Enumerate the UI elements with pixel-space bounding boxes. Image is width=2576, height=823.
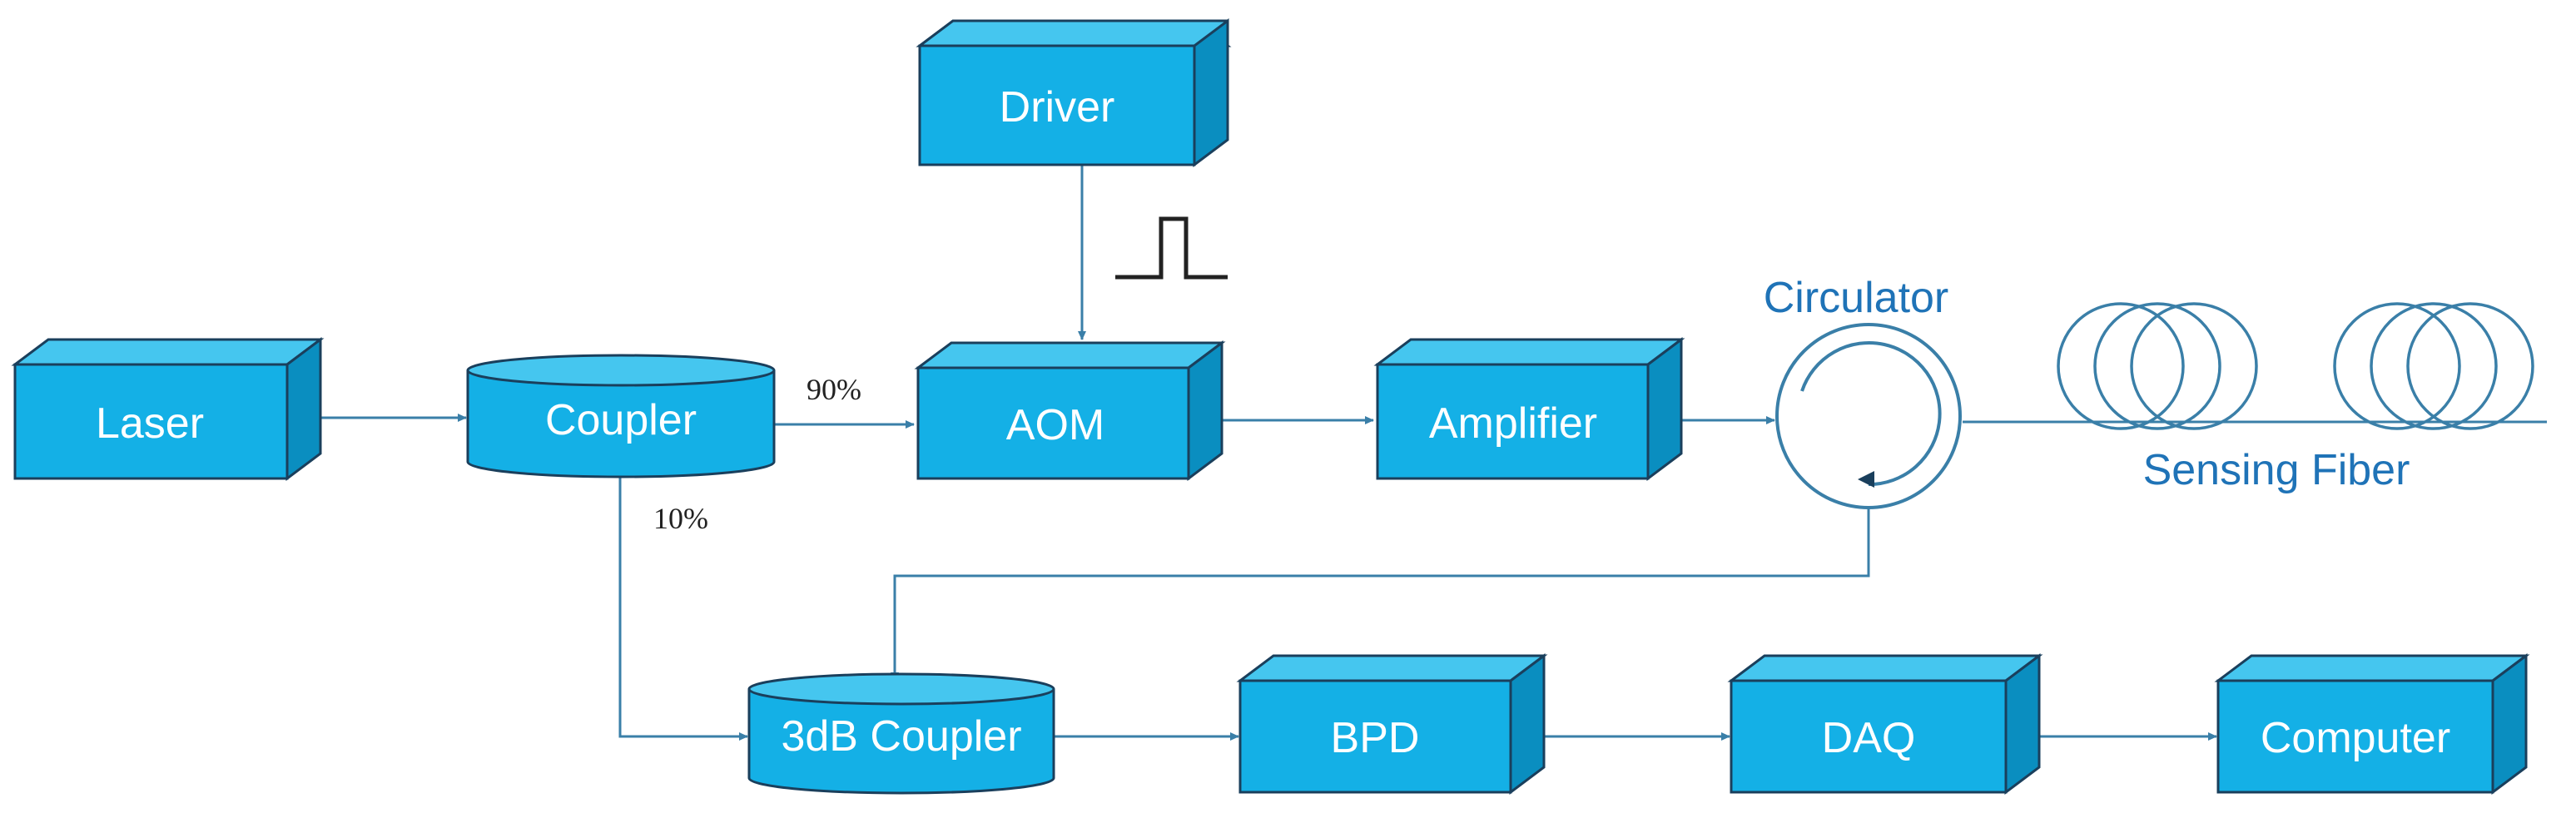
circulator-arrow-icon bbox=[1800, 341, 1942, 487]
laser-label: Laser bbox=[96, 399, 204, 448]
circulator-label: Circulator bbox=[1764, 274, 1949, 322]
connectors bbox=[320, 165, 2547, 741]
bpd-label: BPD bbox=[1331, 714, 1420, 762]
computer-block: Computer bbox=[2214, 653, 2530, 795]
3db-coupler-label: 3dB Coupler bbox=[781, 712, 1021, 761]
coupler-label: Coupler bbox=[545, 396, 697, 444]
pulse-icon bbox=[1115, 216, 1228, 280]
circulator-to-3db-arrow bbox=[891, 509, 1870, 682]
sensing-fiber-label: Sensing Fiber bbox=[2143, 446, 2410, 494]
computer-label: Computer bbox=[2261, 714, 2450, 762]
laser-block: Laser bbox=[11, 337, 325, 481]
fiber-coil-left bbox=[2057, 302, 2258, 430]
daq-label: DAQ bbox=[1822, 714, 1916, 762]
bpd-block: BPD bbox=[1236, 653, 1548, 795]
amplifier-block: Amplifier bbox=[1373, 337, 1685, 481]
coupler-block: Coupler bbox=[466, 354, 776, 478]
3db-coupler-block: 3dB Coupler bbox=[747, 672, 1055, 795]
aom-block: AOM bbox=[914, 340, 1226, 481]
split-10-label: 10% bbox=[653, 502, 708, 535]
fiber-coil-right bbox=[2333, 302, 2534, 430]
coupler-10pct-to-3db-arrow bbox=[618, 476, 748, 741]
circulator: Circulator bbox=[1764, 274, 1962, 509]
driver-block: Driver bbox=[916, 18, 1232, 167]
amplifier-label: Amplifier bbox=[1429, 399, 1597, 448]
split-90-label: 90% bbox=[807, 373, 861, 406]
daq-block: DAQ bbox=[1727, 653, 2043, 795]
driver-label: Driver bbox=[1000, 83, 1115, 131]
aom-label: AOM bbox=[1006, 401, 1104, 449]
